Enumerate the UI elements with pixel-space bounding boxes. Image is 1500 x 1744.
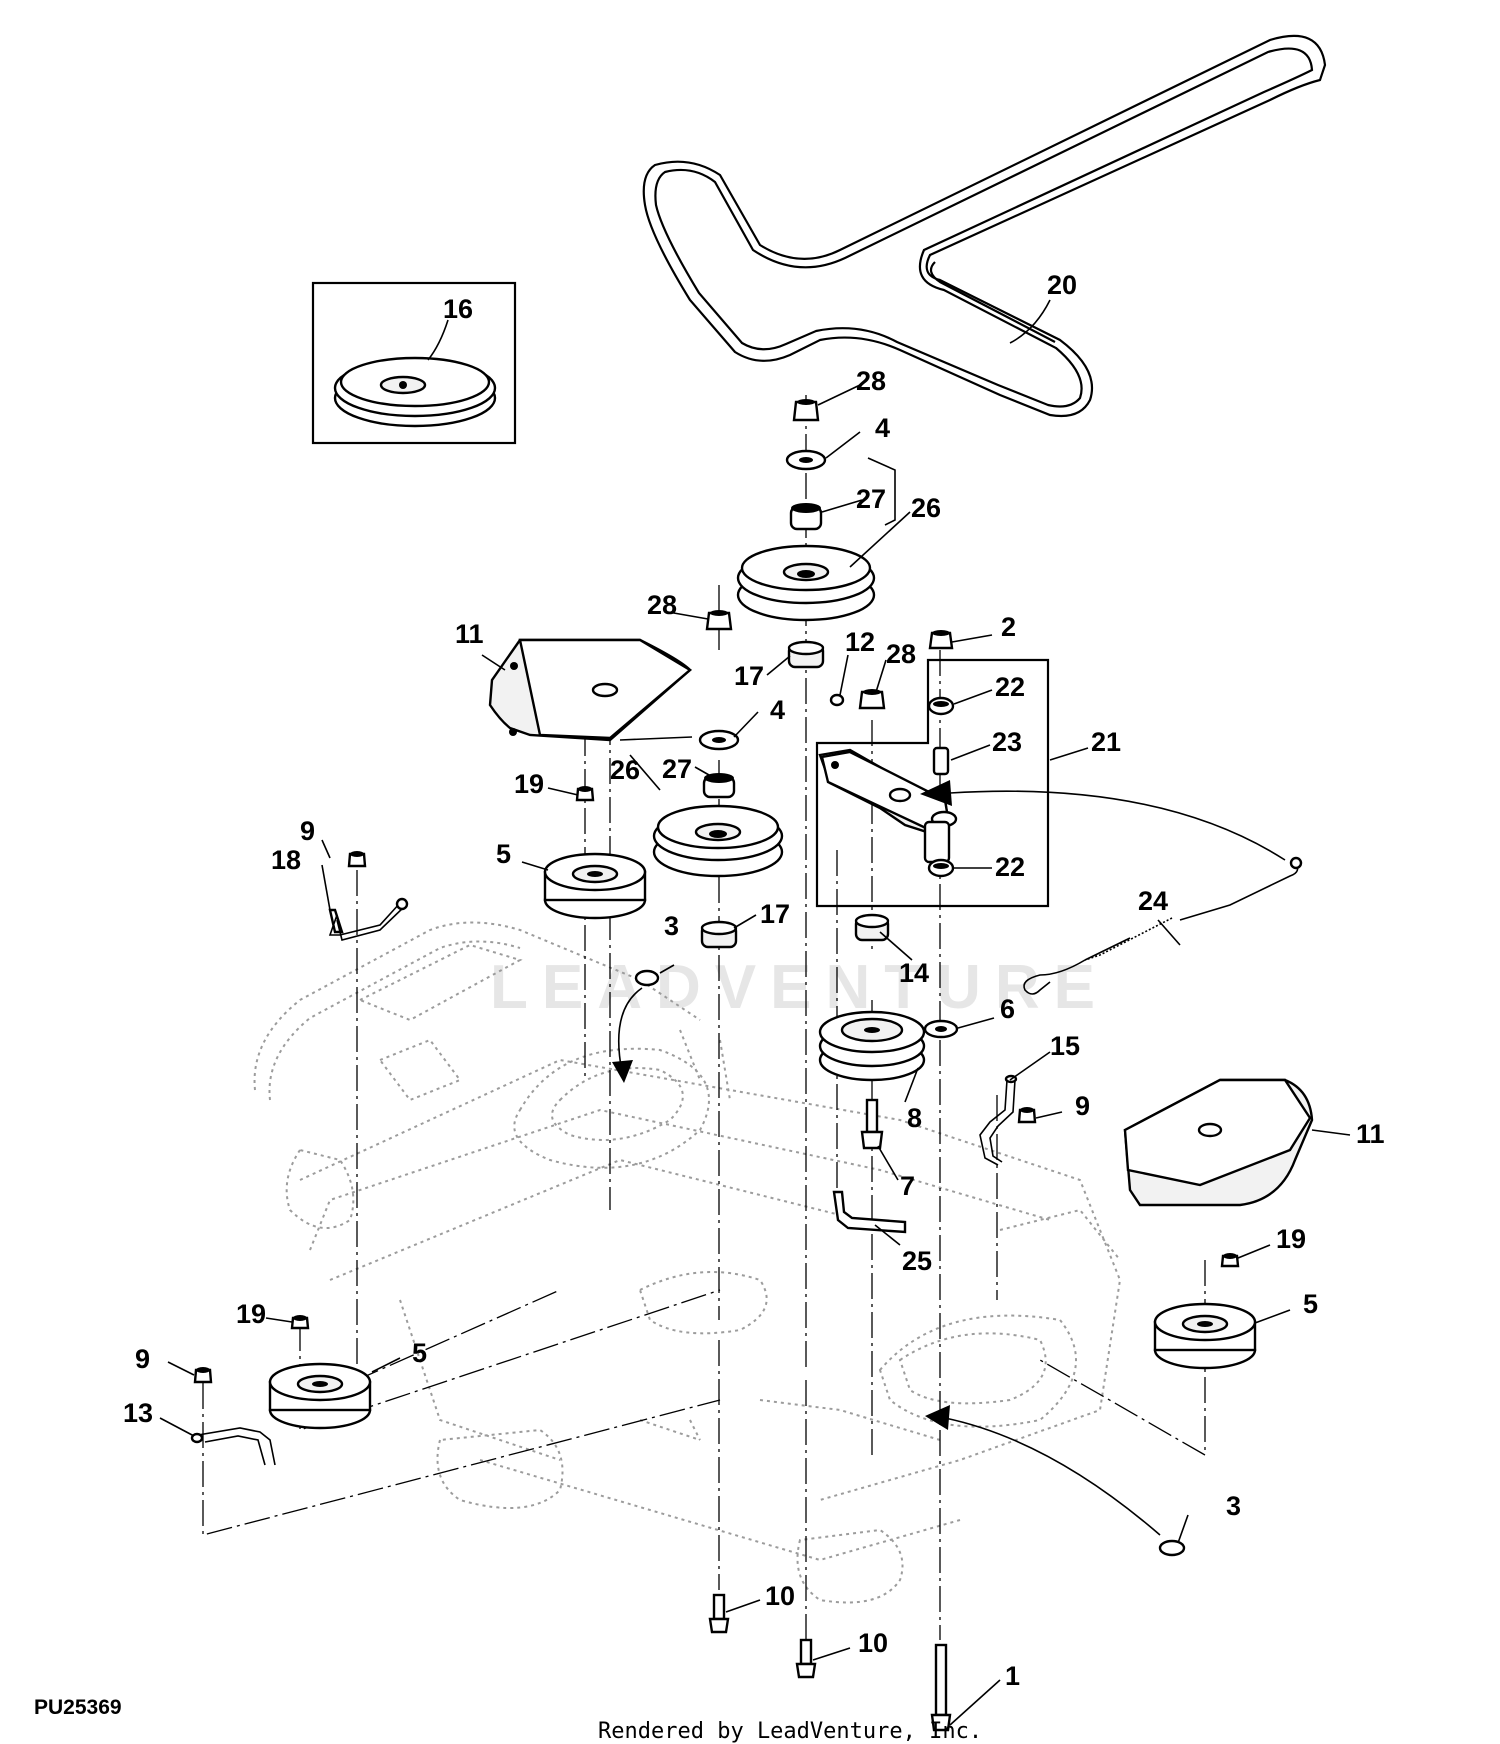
nut-9-upper-left [347, 851, 367, 868]
sleeve-23 [932, 746, 950, 776]
callout-18: 18 [271, 845, 301, 875]
belt-shield-left [488, 638, 693, 742]
bolt-7 [860, 1098, 884, 1150]
spindle-pulley-right [1153, 1302, 1257, 1370]
washer-upper [785, 449, 827, 471]
callout-19: 19 [1276, 1224, 1306, 1254]
watermark: LEADVENTURE [490, 953, 1109, 1022]
callout-27: 27 [662, 754, 692, 784]
mower-deck-outline [253, 921, 1122, 1604]
o-ring-lower [925, 1405, 1186, 1557]
spindle-pulley-upper-left [543, 852, 647, 920]
callout-3: 3 [664, 911, 679, 941]
rod-25 [832, 1190, 907, 1234]
callout-25: 25 [902, 1246, 932, 1276]
idler-arm [818, 748, 958, 864]
pin-12 [829, 693, 845, 707]
callout-leaders [159, 299, 1351, 1726]
callout-11: 11 [455, 619, 484, 649]
callout-15: 15 [1050, 1031, 1080, 1061]
callout-26: 26 [911, 493, 941, 523]
bolt-upper-left [575, 786, 595, 802]
callout-5: 5 [496, 839, 511, 869]
nut-right [858, 689, 886, 710]
callout-19: 19 [236, 1299, 266, 1329]
washer-6 [923, 1019, 959, 1039]
spacer-14 [854, 913, 890, 942]
bearing-upper [789, 503, 823, 531]
bolt-10-right [795, 1638, 817, 1679]
bolt-1 [930, 1643, 952, 1732]
idler-arm-assembly-frame [815, 658, 1050, 908]
tension-spring [1023, 856, 1303, 995]
callout-labels: 20 16 28 4 27 26 28 2 12 28 11 17 22 4 2… [123, 270, 1385, 1691]
inset-pulley-16 [311, 281, 517, 445]
callout-22: 22 [995, 672, 1025, 702]
o-ring-upper [612, 969, 660, 1083]
callout-8: 8 [907, 1103, 922, 1133]
callout-5: 5 [1303, 1289, 1318, 1319]
bracket-18 [328, 897, 409, 941]
callout-28: 28 [856, 366, 886, 396]
idler-pulley-8 [818, 1010, 926, 1082]
callout-9: 9 [1075, 1091, 1090, 1121]
callout-4: 4 [875, 413, 890, 443]
nut-mid [705, 610, 733, 631]
nut-2 [928, 630, 954, 650]
washer-mid [698, 729, 740, 751]
spacer-upper [787, 640, 825, 669]
bearing-mid [702, 773, 736, 799]
callout-24: 24 [1138, 886, 1168, 916]
idler-pulley-mid [652, 804, 784, 878]
callout-10: 10 [765, 1581, 795, 1611]
callout-16: 16 [443, 294, 473, 324]
callout-9: 9 [300, 816, 315, 846]
callout-10: 10 [858, 1628, 888, 1658]
callout-4: 4 [770, 695, 785, 725]
belt-shield-right [1123, 1078, 1314, 1207]
nut-9-right [1017, 1107, 1037, 1124]
callout-20: 20 [1047, 270, 1077, 300]
callout-17: 17 [760, 899, 790, 929]
callout-14: 14 [899, 958, 929, 988]
spindle-pulley-lower-left [268, 1362, 372, 1430]
callout-28: 28 [647, 590, 677, 620]
callout-19: 19 [514, 769, 544, 799]
diagram-id: PU25369 [34, 1696, 122, 1719]
callout-6: 6 [1000, 994, 1015, 1024]
callout-21: 21 [1091, 727, 1121, 757]
callout-22: 22 [995, 852, 1025, 882]
callout-17: 17 [734, 661, 764, 691]
callout-5: 5 [412, 1338, 427, 1368]
callout-11: 11 [1356, 1119, 1385, 1149]
spacer-mid [700, 920, 738, 949]
callout-3: 3 [1226, 1491, 1241, 1521]
callout-2: 2 [1001, 612, 1016, 642]
idler-pulley-upper [736, 544, 876, 622]
callout-28: 28 [886, 639, 916, 669]
bolt-right [1220, 1253, 1240, 1268]
bracket-13 [190, 1427, 276, 1466]
bushing-upper [927, 696, 955, 716]
drive-belt [642, 34, 1327, 418]
nut-upper [792, 399, 820, 422]
callout-1: 1 [1005, 1661, 1020, 1691]
bushing-lower [927, 858, 955, 878]
callout-7: 7 [900, 1171, 915, 1201]
callout-12: 12 [845, 627, 875, 657]
callout-13: 13 [123, 1398, 153, 1428]
bolt-10-left [708, 1593, 730, 1634]
callout-23: 23 [992, 727, 1022, 757]
bolt-lower-left [290, 1315, 310, 1330]
nut-9-lower-left [193, 1367, 213, 1384]
callout-26: 26 [610, 755, 640, 785]
callout-27: 27 [856, 484, 886, 514]
bracket-15 [979, 1074, 1018, 1166]
credit-line: Rendered by LeadVenture, Inc. [598, 1719, 982, 1744]
spring-attach-arrow [920, 780, 1286, 861]
callout-9: 9 [135, 1344, 150, 1374]
